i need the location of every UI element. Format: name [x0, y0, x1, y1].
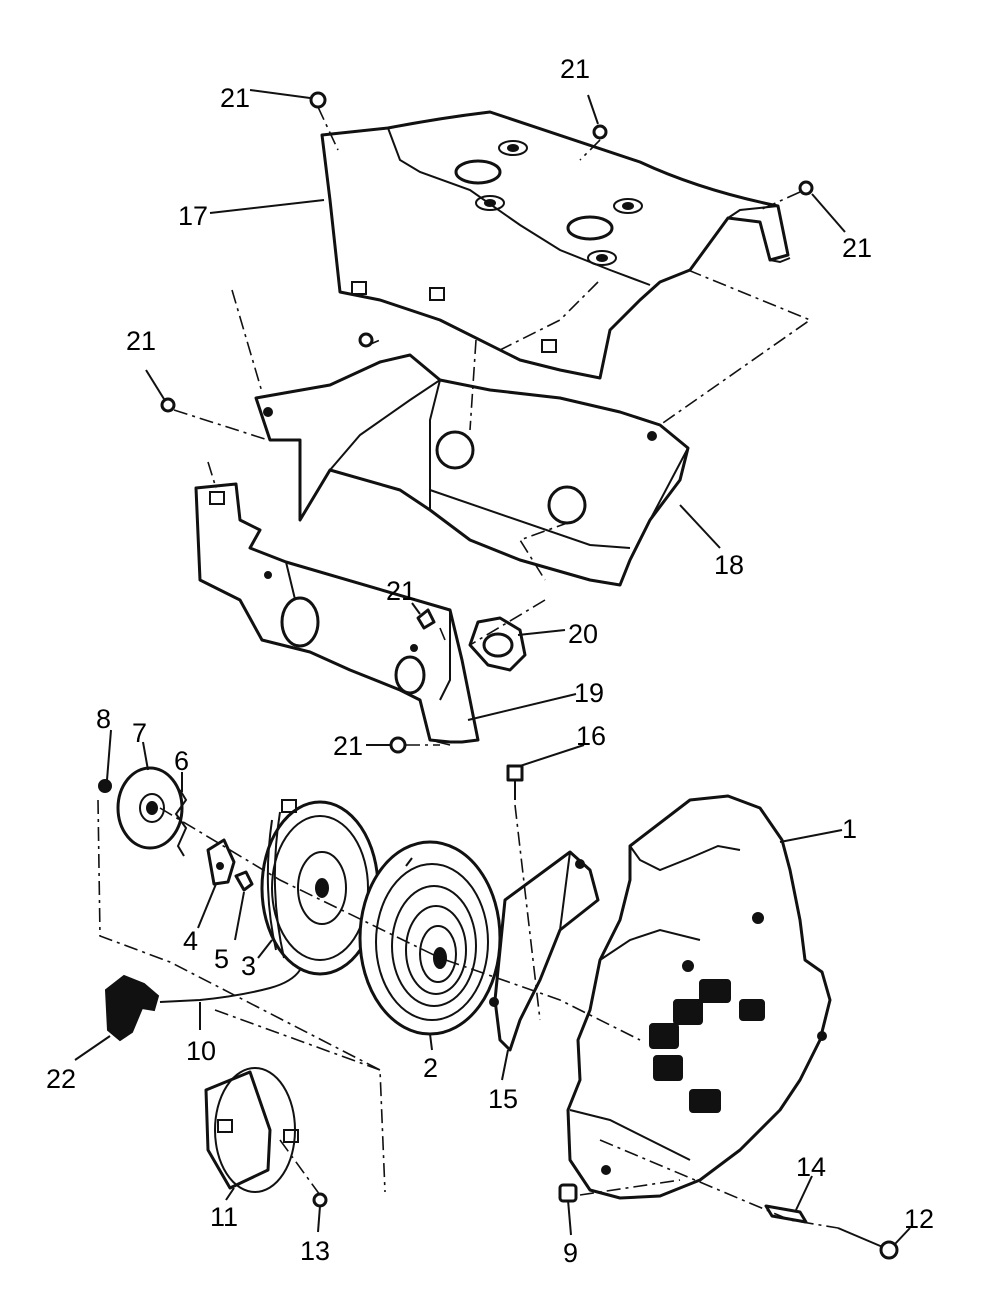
part-10-rope [159, 969, 301, 1003]
part-17-top-shroud [320, 110, 791, 380]
part-1-blower-housing [566, 794, 832, 1200]
part-19-lower-baffle [194, 482, 480, 744]
part-4-pawl [206, 838, 236, 886]
callout-16: 16 [576, 721, 606, 751]
callout-6: 6 [174, 746, 189, 776]
part-15-bracket [489, 850, 600, 1052]
part-9-plug [558, 1183, 578, 1203]
callout-5: 5 [214, 944, 229, 974]
callout-8: 8 [96, 704, 111, 734]
callout-4: 4 [183, 926, 198, 956]
callout-21-lower: 21 [333, 731, 363, 761]
leader-lines [74, 89, 911, 1245]
part-11-cup [204, 1067, 299, 1193]
callout-3: 3 [241, 951, 256, 981]
part-8-nut [98, 779, 112, 793]
part-14-clip [764, 1204, 808, 1224]
fasteners-21 [160, 91, 814, 754]
callout-21-middle: 21 [386, 576, 416, 606]
part-6-spring-clip [174, 789, 188, 857]
callout-21-left: 21 [126, 326, 156, 356]
part-7-flange [116, 766, 184, 850]
callout-21-top-left: 21 [220, 83, 250, 113]
callout-21-top: 21 [560, 54, 590, 84]
part-22-handle [104, 974, 160, 1042]
part-12-bolt [837, 1227, 899, 1260]
callout-15: 15 [488, 1084, 518, 1114]
part-16-bolt [506, 764, 524, 800]
assembly-lines [97, 106, 839, 1229]
part-2-recoil-spring [358, 840, 502, 1036]
callout-19: 19 [574, 678, 604, 708]
part-5-spring [234, 870, 254, 892]
callout-9: 9 [563, 1238, 578, 1268]
callout-12: 12 [904, 1204, 934, 1234]
callout-21-top-right: 21 [842, 233, 872, 263]
callout-22: 22 [46, 1064, 76, 1094]
part-20-gasket [468, 616, 527, 672]
callout-2: 2 [423, 1053, 438, 1083]
callout-14: 14 [796, 1152, 826, 1182]
callout-1: 1 [842, 814, 857, 844]
callout-17: 17 [178, 201, 208, 231]
callout-10: 10 [186, 1036, 216, 1066]
part-18-baffle [254, 353, 690, 587]
callout-20: 20 [568, 619, 598, 649]
callout-11: 11 [210, 1202, 238, 1232]
callout-7: 7 [132, 718, 147, 748]
callout-18: 18 [714, 550, 744, 580]
part-13-screw [312, 1192, 328, 1208]
callout-13: 13 [300, 1236, 330, 1266]
callout-labels: 21 21 21 21 21 21 17 18 19 20 16 1 8 7 6… [46, 54, 934, 1268]
